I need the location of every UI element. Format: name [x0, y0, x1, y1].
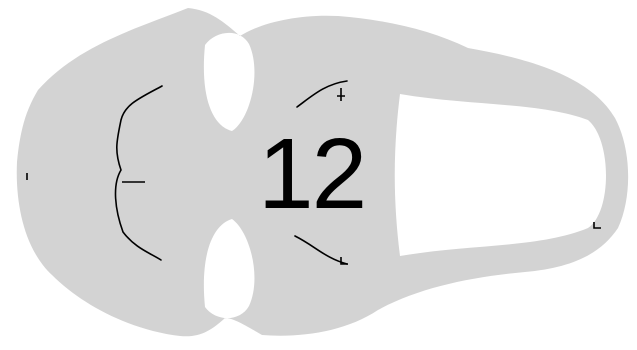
figure-label: 12: [258, 118, 365, 230]
